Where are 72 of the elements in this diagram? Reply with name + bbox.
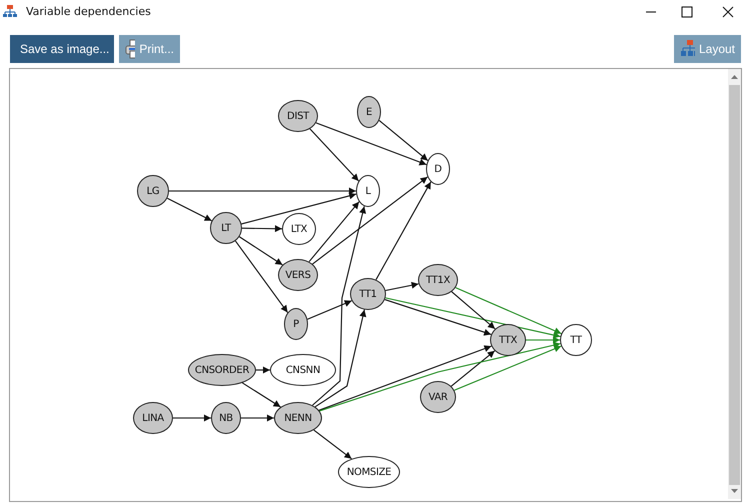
arrow (307, 300, 352, 320)
variable-name: VAR (428, 392, 448, 402)
arrow (241, 414, 274, 422)
arrow (173, 414, 211, 422)
arrow (234, 240, 288, 313)
arrow (256, 366, 270, 374)
arrow (308, 201, 360, 262)
variable-name: E (366, 106, 372, 118)
variable-name: NOMSIZE (346, 466, 392, 478)
arrow (313, 430, 352, 460)
arrow (169, 188, 356, 194)
variable-name: LG (146, 186, 160, 196)
variable-ellipse (418, 264, 458, 296)
arrow (454, 346, 562, 391)
arrow (450, 350, 496, 387)
variable-ellipse (356, 175, 380, 207)
variable-ellipse (278, 100, 318, 132)
variable-name: LINA (142, 412, 164, 424)
window-title: Variable dependencies (26, 5, 151, 18)
print-button: Print... (119, 35, 180, 63)
arrow (241, 192, 356, 224)
arrow (242, 225, 282, 232)
variable-name: TT1X (426, 274, 450, 286)
variable-ellipse (560, 324, 592, 356)
variable-name: TT1 (359, 288, 377, 300)
variable-name: TTX (499, 334, 517, 346)
variable-name: VERS (285, 270, 311, 280)
variable-ellipse (426, 153, 450, 185)
variable-ellipse (282, 213, 316, 245)
variable-ellipse (274, 402, 322, 434)
variable-ellipse (278, 259, 318, 291)
arrow (314, 310, 366, 408)
variable-ellipse (357, 96, 381, 128)
variable-ellipse (284, 308, 308, 340)
arrow (385, 297, 560, 338)
variable-ellipse (211, 402, 241, 434)
variable-name: CNSNN (286, 364, 320, 376)
arrow (242, 382, 281, 408)
variable-name: NENN (284, 412, 312, 424)
variable-ellipse (137, 175, 169, 207)
variable-ellipse (350, 278, 386, 310)
arrow (378, 120, 428, 161)
variable-name: NB (219, 412, 233, 424)
variable-name: LTX (290, 224, 308, 234)
arrow (455, 287, 562, 334)
variable-ellipse (420, 381, 456, 413)
arrow (312, 206, 366, 406)
variable-name: LT (221, 222, 231, 234)
arrow (385, 282, 419, 292)
variable-ellipse (210, 212, 242, 244)
arrow (167, 198, 212, 222)
arrow (526, 336, 560, 344)
arrow (312, 176, 428, 264)
variable-ellipse (490, 324, 526, 356)
arrow (376, 182, 432, 280)
arrow (310, 128, 360, 182)
layout-button: Layout (674, 35, 741, 63)
arrow (384, 299, 492, 336)
arrow (319, 342, 561, 412)
variable-name: CNSORDER (194, 364, 250, 376)
variable-name: TT (570, 334, 582, 346)
arrow (316, 122, 427, 166)
arrow (239, 236, 283, 266)
variable-ellipse (133, 402, 173, 434)
arrow (451, 291, 496, 330)
arrow (318, 345, 492, 411)
variable-name: DIST (287, 110, 309, 122)
variable-name: D (434, 164, 442, 174)
variable-ellipse (270, 354, 336, 386)
save-image-button: Save as image... (10, 35, 114, 63)
variable-name: L (365, 186, 371, 196)
variable-name: P (293, 318, 299, 330)
